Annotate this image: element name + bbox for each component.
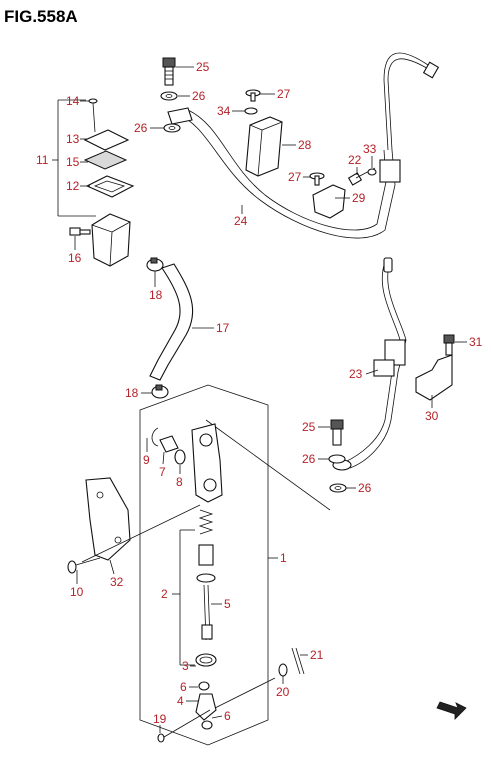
group-1-frame bbox=[139, 384, 278, 746]
part-30-bracket bbox=[415, 354, 453, 401]
part-7-fitting bbox=[159, 435, 179, 453]
callout-24: 24 bbox=[234, 214, 248, 228]
part-32-bracket bbox=[85, 477, 131, 561]
callout-4: 4 bbox=[177, 694, 184, 708]
callout-28: 28 bbox=[298, 138, 312, 152]
callout-18-top: 18 bbox=[149, 288, 163, 302]
callout-13: 13 bbox=[66, 132, 80, 146]
callout-10: 10 bbox=[70, 585, 84, 599]
part-25-bolt-lower bbox=[330, 419, 344, 446]
part-19-pin bbox=[157, 709, 211, 743]
callout-18-bottom: 18 bbox=[125, 386, 139, 400]
callout-leaders bbox=[74, 66, 467, 733]
callout-16: 16 bbox=[68, 251, 82, 265]
part-25-bolt-top bbox=[162, 57, 176, 86]
part-33-washer bbox=[367, 168, 377, 176]
part-27-screw-top bbox=[245, 89, 261, 102]
callout-27-mid: 27 bbox=[288, 170, 302, 184]
part-13-cap bbox=[83, 129, 130, 151]
part-16-bolt bbox=[69, 227, 91, 236]
callout-31: 31 bbox=[469, 335, 483, 349]
part-16-reservoir-tank bbox=[91, 213, 131, 267]
part-9-circlip bbox=[151, 427, 159, 447]
part-26-washer-left bbox=[163, 123, 181, 133]
leader-dash-pin bbox=[214, 677, 276, 709]
part-6-nut-upper bbox=[198, 681, 210, 691]
callout-26-left: 26 bbox=[134, 121, 148, 135]
callout-6-lower: 6 bbox=[224, 709, 231, 723]
part-21-cotter-pin bbox=[291, 647, 305, 675]
part-18-clamp-top bbox=[146, 257, 164, 272]
group-11-bracket bbox=[52, 99, 96, 217]
callout-17: 17 bbox=[216, 321, 230, 335]
callout-2: 2 bbox=[161, 587, 168, 601]
figure-title: FIG.558A bbox=[4, 7, 78, 26]
front-arrow-icon bbox=[436, 701, 467, 720]
group-2-piston-bracket bbox=[172, 529, 195, 666]
callout-23: 23 bbox=[349, 367, 363, 381]
part-18-clamp-bottom bbox=[151, 384, 169, 399]
part-34-nut bbox=[244, 107, 258, 115]
part-8-oring bbox=[174, 449, 186, 465]
callout-26-lower-a: 26 bbox=[302, 452, 316, 466]
callout-27-top: 27 bbox=[277, 87, 291, 101]
part-15-plate bbox=[83, 150, 128, 170]
master-cylinder-body bbox=[191, 423, 223, 503]
part-spring bbox=[198, 509, 214, 535]
callout-14: 14 bbox=[66, 94, 80, 108]
callout-9: 9 bbox=[143, 453, 150, 467]
callout-22: 22 bbox=[348, 153, 362, 167]
part-4-clevis bbox=[195, 693, 217, 721]
callout-19: 19 bbox=[153, 712, 167, 726]
callout-7: 7 bbox=[159, 465, 166, 479]
part-10-bolt bbox=[67, 557, 101, 574]
callout-26-top: 26 bbox=[192, 89, 206, 103]
part-23-brake-hose-lower bbox=[332, 257, 407, 471]
part-24-brake-hose bbox=[167, 52, 440, 239]
callout-34: 34 bbox=[217, 104, 231, 118]
callout-12: 12 bbox=[66, 179, 80, 193]
part-26-washer-lower-a bbox=[328, 454, 346, 464]
callout-30: 30 bbox=[425, 409, 439, 423]
callout-33: 33 bbox=[363, 142, 377, 156]
callout-20: 20 bbox=[276, 685, 290, 699]
callout-11: 11 bbox=[36, 153, 49, 167]
callout-6-upper: 6 bbox=[180, 680, 187, 694]
callout-3: 3 bbox=[182, 659, 189, 673]
part-27-screw-mid bbox=[309, 172, 325, 186]
callout-15: 15 bbox=[66, 155, 80, 169]
part-piston bbox=[196, 544, 216, 583]
leader-dash-bracket bbox=[81, 504, 201, 563]
callout-29: 29 bbox=[352, 191, 366, 205]
callout-21: 21 bbox=[310, 648, 324, 662]
part-3-boot bbox=[195, 653, 217, 667]
part-6-nut-lower bbox=[201, 720, 213, 730]
callout-5: 5 bbox=[224, 597, 231, 611]
part-14-screw bbox=[88, 98, 98, 133]
part-31-bolt bbox=[443, 334, 455, 356]
callout-25-lower: 25 bbox=[302, 420, 316, 434]
part-17-hose bbox=[149, 263, 194, 381]
part-5-pushrod bbox=[201, 584, 213, 641]
callout-8: 8 bbox=[176, 475, 183, 489]
part-26-washer-top bbox=[160, 91, 178, 101]
part-28-hose-guide bbox=[245, 116, 283, 177]
callout-25-top: 25 bbox=[196, 60, 210, 74]
callout-26-lower-b: 26 bbox=[358, 481, 372, 495]
part-29-clamp bbox=[312, 184, 346, 219]
callout-1: 1 bbox=[280, 551, 287, 565]
part-12-diaphragm bbox=[85, 175, 135, 198]
callout-32: 32 bbox=[110, 575, 124, 589]
part-26-washer-lower-b bbox=[329, 483, 347, 493]
part-20-washer bbox=[278, 663, 288, 677]
